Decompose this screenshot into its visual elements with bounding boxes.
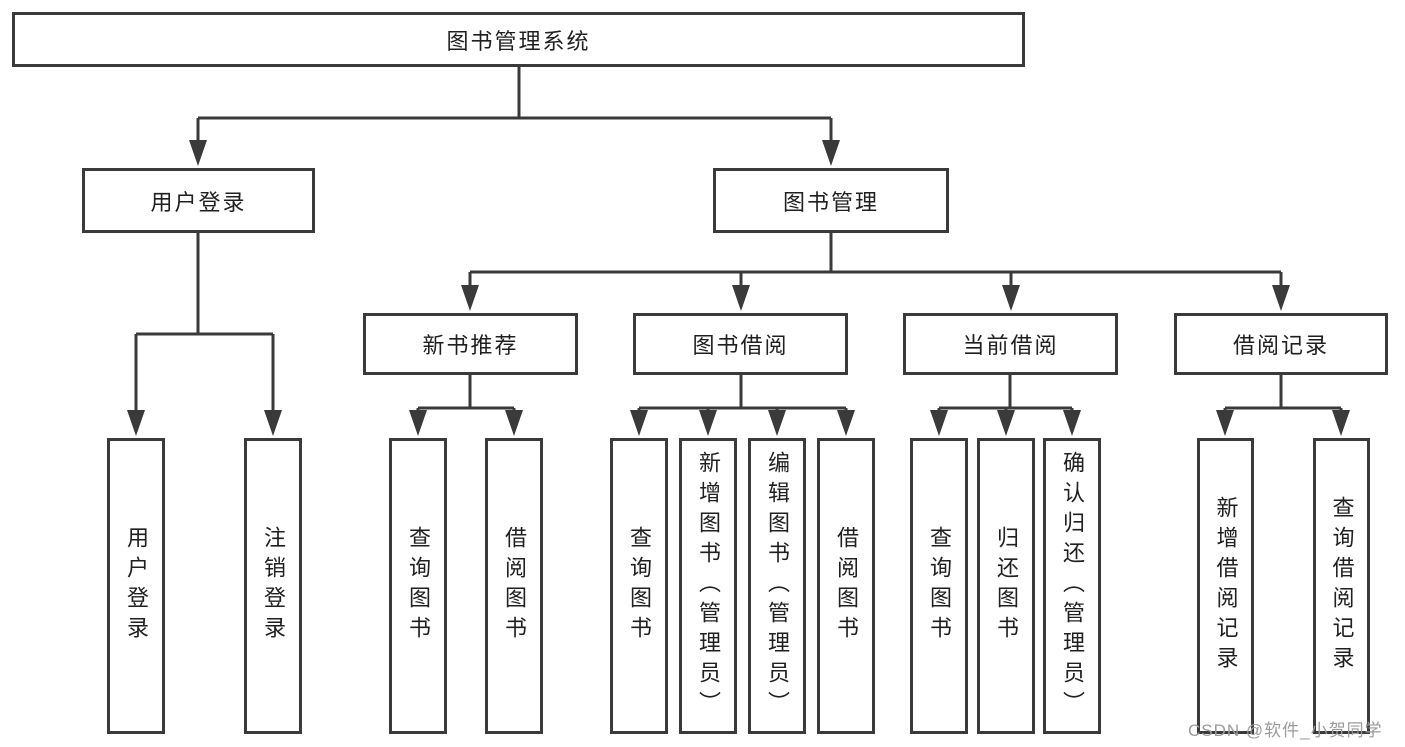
arrowhead-icons-leaves (127, 410, 1350, 436)
connector-new-book-to-leaves (416, 375, 516, 418)
node-leaf-nb-query-books: 查询图书 (389, 438, 447, 734)
node-current-borrow: 当前借阅 (903, 313, 1118, 375)
node-leaf-bb-query-books: 查询图书 (610, 438, 668, 734)
node-user-login: 用户登录 (82, 168, 315, 233)
arrowhead-icons-level2 (189, 140, 840, 166)
connector-user-login-to-leaves (134, 233, 275, 418)
node-leaf-br-query-record: 查询借阅记录 (1313, 438, 1370, 734)
node-leaf-bb-edit-books: 编辑图书（管理员） (748, 438, 806, 734)
node-leaf-cb-query-books: 查询图书 (910, 438, 968, 734)
node-leaf-cb-return-books: 归还图书 (977, 438, 1035, 734)
node-leaf-br-add-record: 新增借阅记录 (1197, 438, 1254, 734)
node-leaf-bb-add-books: 新增图书（管理员） (679, 438, 737, 734)
node-new-book-recommend: 新书推荐 (363, 313, 578, 375)
arrowhead-icons-level3 (461, 285, 1290, 311)
node-leaf-logout: 注销登录 (244, 438, 302, 734)
node-leaf-nb-borrow-books: 借阅图书 (485, 438, 543, 734)
csdn-watermark: CSDN @软件_小贺同学 (1188, 721, 1383, 740)
node-book-borrow: 图书借阅 (633, 313, 848, 375)
connector-book-management-to-level3 (468, 233, 1283, 293)
node-root-system: 图书管理系统 (12, 12, 1025, 67)
connector-book-borrow-to-leaves (637, 375, 848, 418)
node-leaf-user-login: 用户登录 (107, 438, 165, 734)
connector-current-borrow-to-leaves (937, 375, 1074, 418)
node-book-management: 图书管理 (713, 168, 949, 233)
node-borrow-record: 借阅记录 (1174, 313, 1388, 375)
connector-borrow-record-to-leaves (1223, 375, 1343, 418)
connector-root-to-level2 (196, 67, 833, 146)
node-leaf-bb-borrow-books: 借阅图书 (817, 438, 875, 734)
node-leaf-cb-confirm-return: 确认归还（管理员） (1043, 438, 1101, 734)
